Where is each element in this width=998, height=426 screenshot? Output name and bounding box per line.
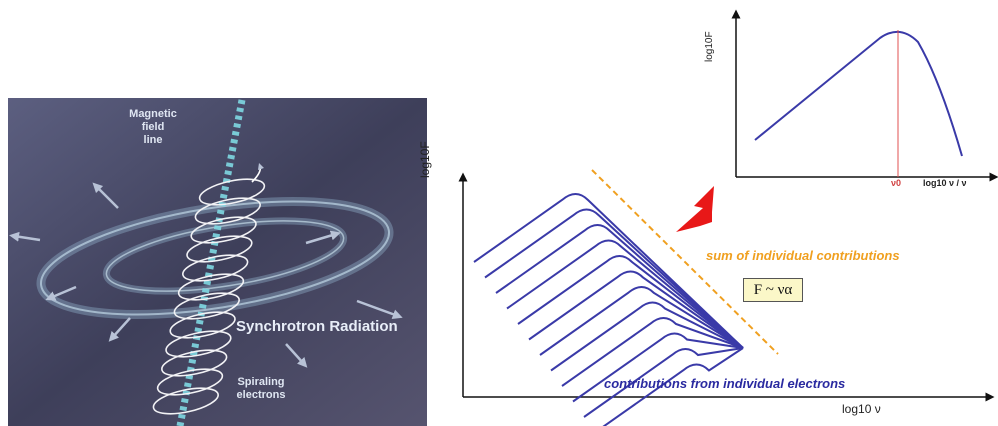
helix-loop [194, 197, 261, 225]
electron-curve [539, 286, 744, 356]
electron-curve [572, 332, 744, 403]
radiation-arrow [305, 230, 341, 245]
peak-frequency-label: ν0 [891, 178, 902, 188]
helix-loop [169, 311, 236, 339]
electron-curve [517, 255, 744, 349]
helix-loop [177, 273, 245, 301]
electron-curve [473, 193, 744, 349]
main-x-axis-label: log10 ν [842, 402, 881, 416]
total-spectrum-curve [754, 31, 963, 157]
helix-loop [165, 330, 232, 358]
helix-loop [156, 368, 224, 396]
radiation-arrow [45, 285, 77, 301]
power-law-formula: F ~ να [743, 278, 803, 302]
spiraling-electron-helix [152, 178, 266, 415]
individual-contributions-label: contributions from individual electrons [604, 376, 846, 391]
inset-x-axis-label: log10 ν / ν [923, 178, 967, 188]
helix-loop [198, 178, 266, 206]
electron-curve [602, 347, 744, 426]
spiraling-electrons-label: Spiraling electrons [236, 376, 286, 401]
electron-curve [484, 208, 744, 349]
synchrotron-radiation-label: Synchrotron Radiation [236, 318, 398, 335]
red-pointer-arrow [676, 186, 714, 232]
radiation-arrow [108, 317, 131, 342]
helix-loop [161, 349, 228, 377]
helix-direction-arrow [251, 162, 265, 183]
sum-dashed-line [591, 169, 779, 355]
spectrum-plot [458, 169, 995, 426]
electron-curve [583, 347, 744, 418]
helix-loop [152, 387, 219, 415]
electron-curve [528, 270, 744, 349]
helix-loop [182, 254, 249, 282]
electron-curve [550, 301, 744, 372]
radiation-arrow [356, 299, 403, 319]
radiation-arrow [9, 231, 41, 242]
magnetic-field-line-label: Magnetic field line [129, 108, 177, 146]
total-spectrum-inset [731, 9, 998, 182]
electron-curve [561, 317, 744, 387]
helix-loop [173, 292, 240, 320]
main-y-axis-label: log10F [418, 141, 432, 178]
radiation-arrow [285, 343, 308, 368]
helix-loop [186, 235, 253, 263]
sum-contributions-label: sum of individual contributions [706, 248, 900, 263]
electron-curve [506, 239, 744, 349]
inset-y-axis-label: log10F [704, 31, 715, 62]
synchrotron-panel [8, 98, 427, 426]
helix-loop [190, 216, 257, 244]
electron-curve [495, 224, 744, 349]
individual-electron-curves [473, 193, 744, 426]
radiation-arrow [92, 182, 119, 209]
